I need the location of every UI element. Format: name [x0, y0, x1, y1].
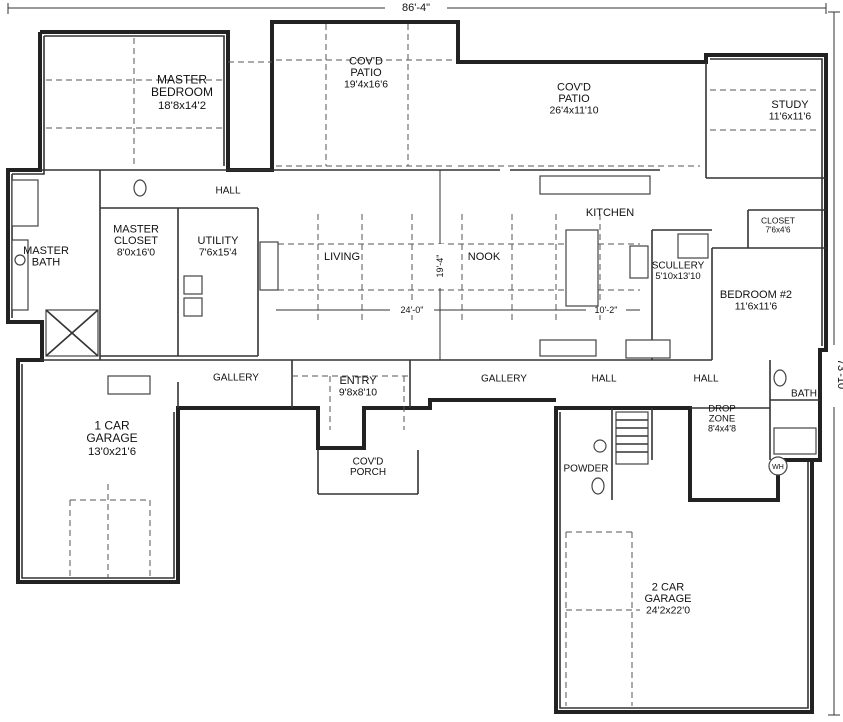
- closet-size: 7'6x4'6: [765, 225, 791, 234]
- master-bedroom-size: 18'8x14'2: [158, 100, 206, 112]
- gallery-right-name: GALLERY: [481, 374, 527, 385]
- closet-name: CLOSET: [761, 216, 795, 226]
- covd-patio-2-name-line-1: COV'D: [557, 81, 591, 93]
- utility-size: 7'6x15'4: [199, 248, 237, 259]
- range: [629, 245, 649, 279]
- pantry-shelf: [625, 339, 671, 359]
- master-bedroom-name-line-1: MASTER: [157, 73, 207, 87]
- covd-patio-1-name-line-1: COV'D: [349, 55, 383, 67]
- covd-porch-name-line-2: PORCH: [350, 467, 386, 478]
- master-closet-name-line-1: MASTER: [113, 223, 159, 235]
- garage2-name-line-1: 2 CAR: [652, 581, 684, 593]
- master-bedroom-name-line-2: BEDROOM: [151, 85, 213, 99]
- dryer: [183, 297, 203, 317]
- overall-width-label: 86'-4": [402, 2, 430, 14]
- drop-zone-size: 8'4x4'8: [708, 423, 736, 433]
- garage1-name-line-2: GARAGE: [86, 431, 137, 445]
- room-labels: MASTERBEDROOM18'8x14'2COV'DPATIO19'4x16'…: [23, 55, 817, 616]
- interior-walls: [40, 62, 826, 500]
- exterior-walls: [6, 20, 828, 714]
- study-name: STUDY: [771, 99, 809, 111]
- covd-patio-2-size: 26'4x11'10: [549, 105, 598, 116]
- bath-toilet: [773, 369, 787, 387]
- hall-right-name: HALL: [693, 374, 718, 385]
- master-bath-name-line-1: MASTER: [23, 245, 69, 257]
- garage2-name-line-2: GARAGE: [644, 593, 691, 605]
- bath-name: BATH: [791, 389, 817, 400]
- garage1-name-line-1: 1 CAR: [94, 419, 130, 433]
- kitchen-counter: [539, 175, 651, 195]
- washer: [183, 275, 203, 295]
- powder-name: POWDER: [564, 464, 609, 475]
- water-heater: [768, 456, 788, 476]
- garage1-size: 13'0x21'6: [88, 446, 136, 458]
- water-heater-label: WH: [772, 464, 784, 471]
- entry-name: ENTRY: [339, 375, 377, 387]
- living-span-label: 24'-0": [401, 305, 424, 315]
- scullery-size: 5'10x13'10: [655, 271, 700, 282]
- bedroom2-size: 11'6x11'6: [735, 302, 778, 313]
- nook-name: NOOK: [468, 251, 501, 263]
- entry-size: 9'8x8'10: [339, 388, 377, 399]
- overall-depth-label: 73'-10": [835, 359, 843, 393]
- scullery-name: SCULLERY: [652, 260, 705, 271]
- kitchen-name: KITCHEN: [586, 207, 634, 219]
- fixtures: WH: [11, 175, 817, 495]
- utility-name: UTILITY: [198, 235, 240, 247]
- garage-bench: [107, 375, 151, 395]
- hall-top-name: HALL: [215, 186, 240, 197]
- covd-porch-name-line-1: COV'D: [353, 456, 384, 467]
- bedroom2-name: BEDROOM #2: [720, 289, 792, 301]
- gallery-left-name: GALLERY: [213, 373, 259, 384]
- garage2-size: 24'2x22'0: [646, 605, 690, 616]
- master-closet-size: 8'0x16'0: [117, 247, 155, 258]
- sink: [14, 254, 26, 266]
- study-size: 11'6x11'6: [769, 112, 812, 123]
- drop-zone-name-line-1: DROP: [708, 403, 735, 414]
- ceiling-lines: [46, 24, 820, 706]
- hall-mid-name: HALL: [591, 374, 616, 385]
- kitchen-island: [565, 229, 599, 307]
- bar-counter: [539, 339, 597, 357]
- bathtub: [11, 179, 39, 227]
- powder-toilet: [591, 477, 605, 495]
- overall-dimensions: 86'-4" 73'-10": [7, 1, 843, 716]
- covd-patio-2-name-line-2: PATIO: [558, 93, 590, 105]
- toilet: [133, 179, 147, 197]
- kitchen-span-label: 10'-2": [595, 305, 618, 315]
- powder-sink: [593, 439, 607, 453]
- closet-shelf: [677, 233, 709, 259]
- ceiling-mark-label: 19'-4": [435, 255, 445, 278]
- master-closet-name-line-2: CLOSET: [114, 235, 158, 247]
- covd-patio-1-size: 19'4x16'6: [344, 79, 388, 90]
- living-name: LIVING: [324, 251, 360, 263]
- drop-zone-name-line-2: ZONE: [709, 413, 735, 424]
- covd-patio-1-name-line-2: PATIO: [350, 67, 382, 79]
- bath-tub: [773, 427, 817, 455]
- master-bath-name-line-2: BATH: [32, 257, 61, 269]
- fireplace: [259, 241, 279, 291]
